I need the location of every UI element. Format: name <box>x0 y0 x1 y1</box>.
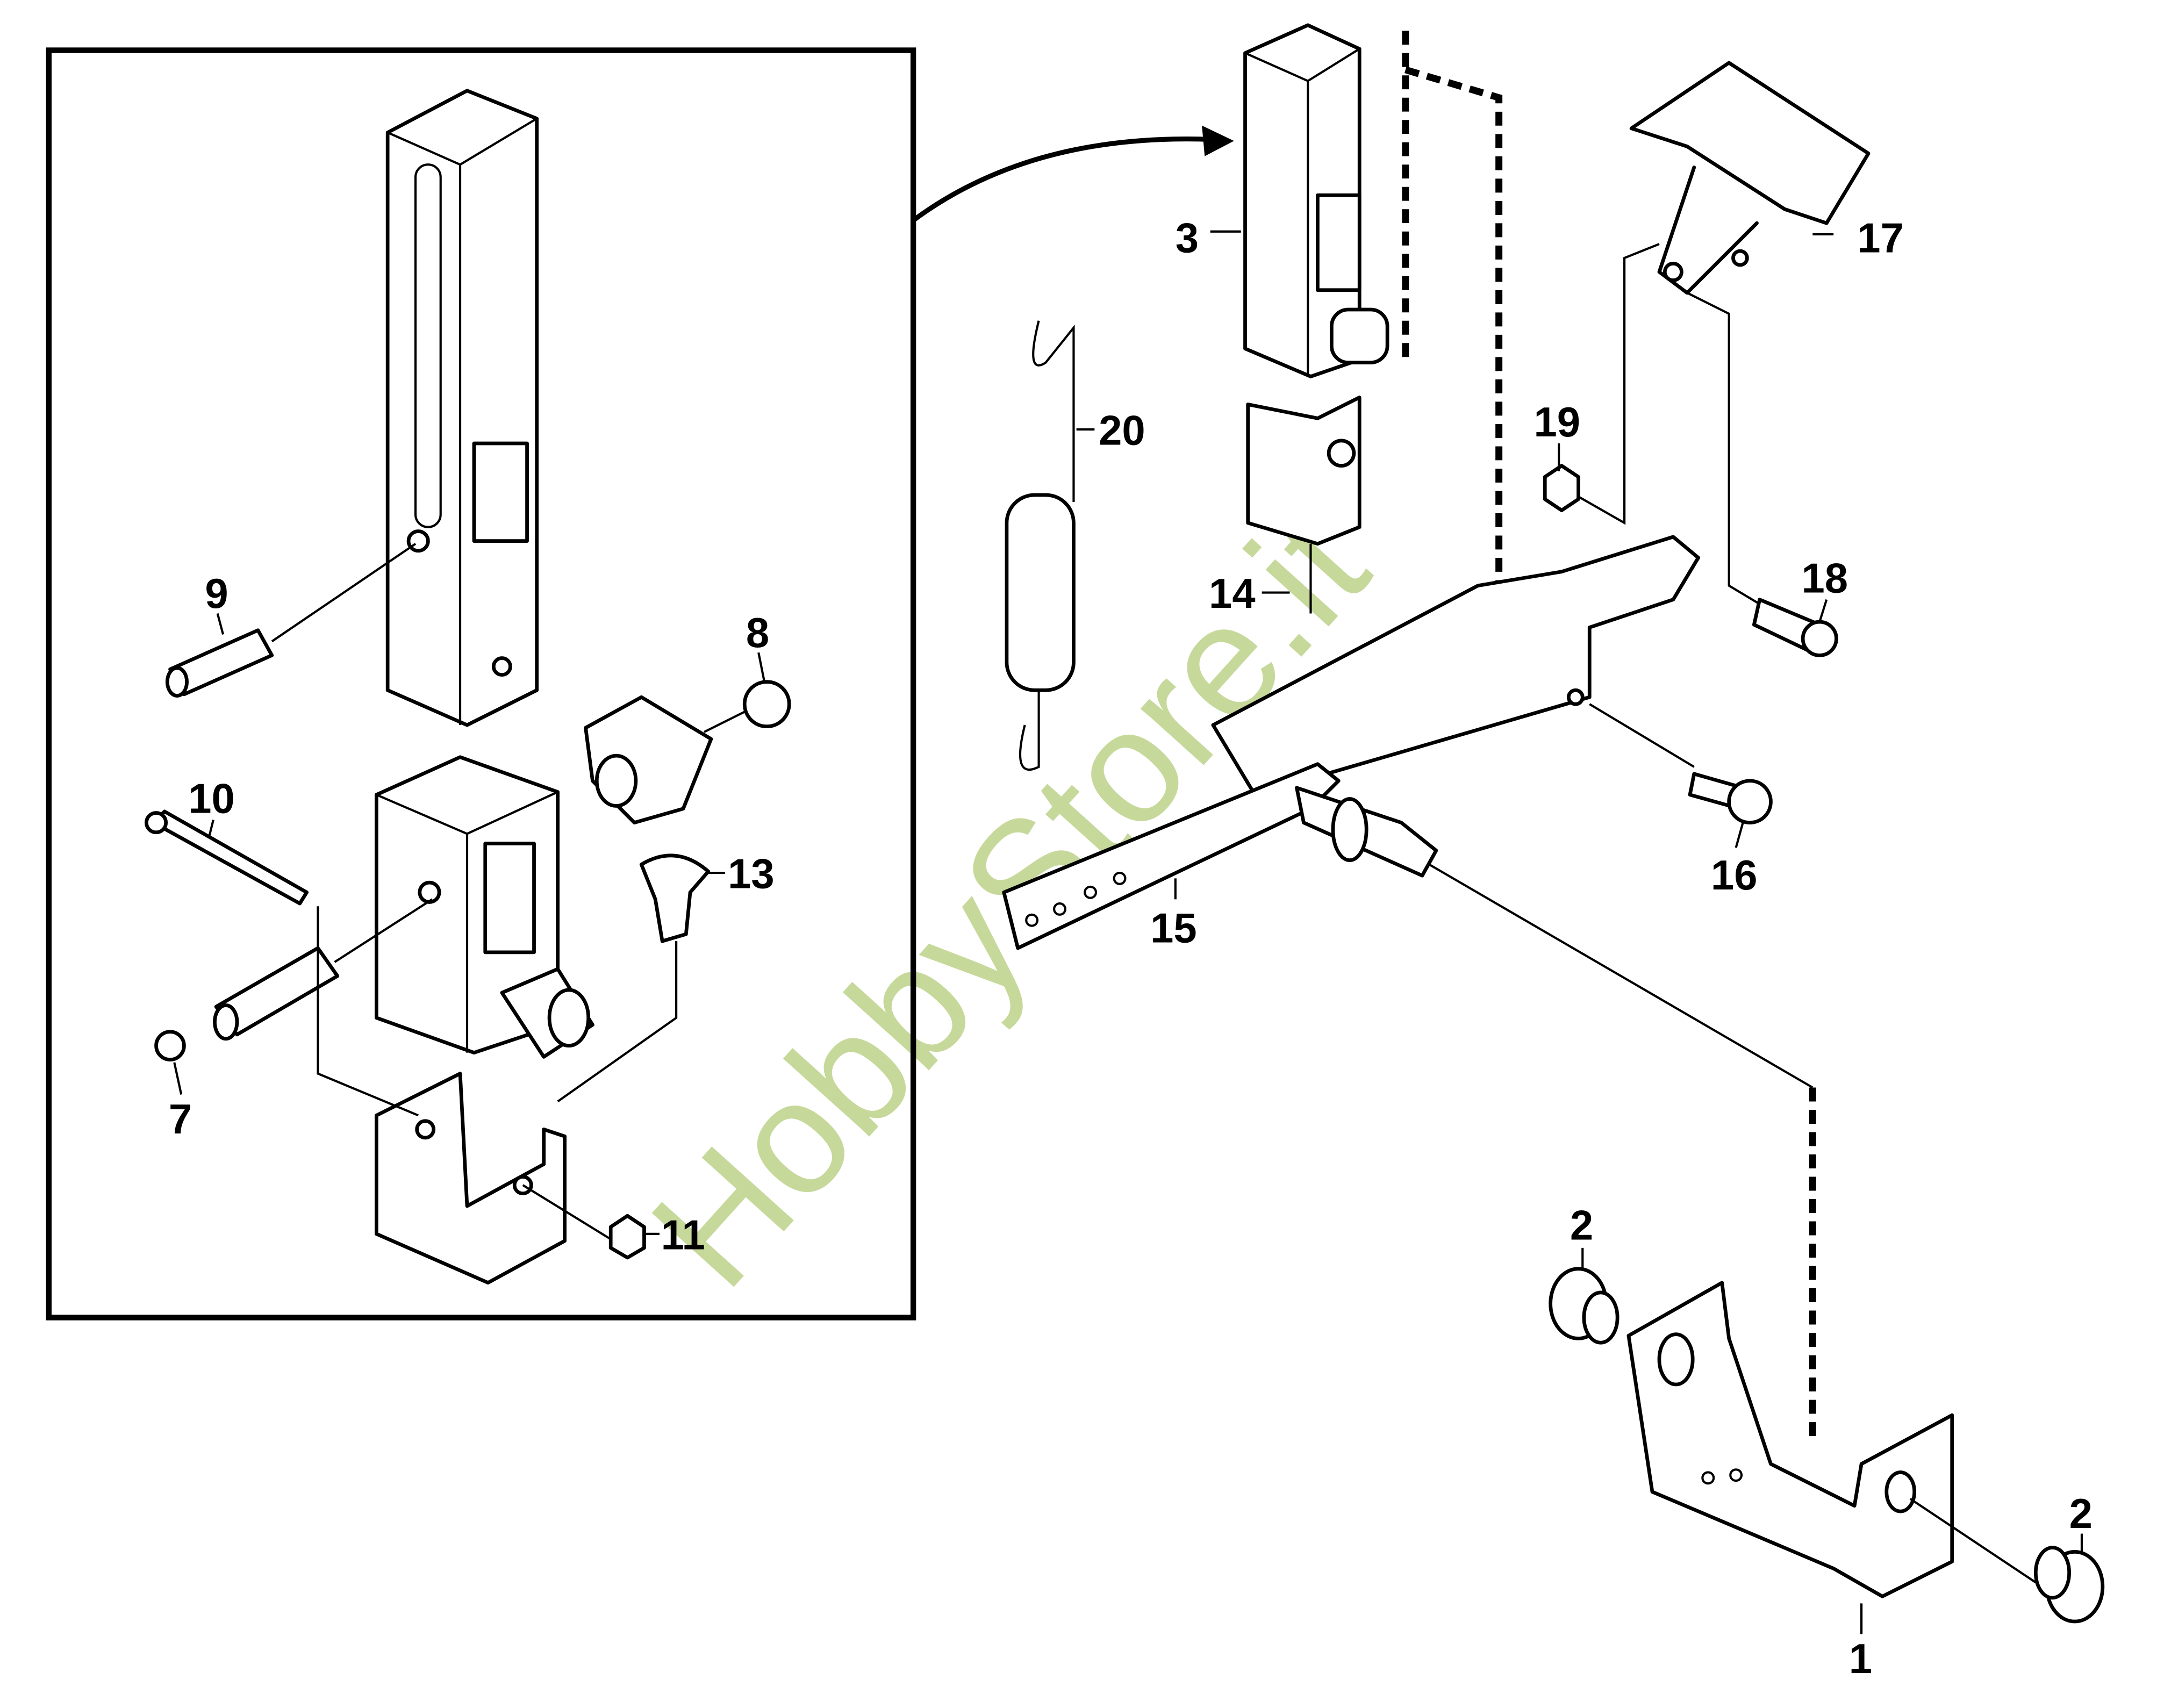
callout-7: 7 <box>169 1096 192 1143</box>
callout-9: 9 <box>205 571 228 617</box>
callout-13: 13 <box>728 851 775 898</box>
bolt-18 <box>1752 598 1838 657</box>
oring-7 <box>154 1030 186 1061</box>
detail-arrow <box>912 125 1234 223</box>
spring-20 <box>1005 320 1076 771</box>
callout-2-left: 2 <box>1570 1202 1593 1248</box>
upper-square-tube <box>385 89 539 727</box>
detail-inset-frame <box>46 47 916 1321</box>
bracket-1 <box>1626 1281 2037 1598</box>
callout-17: 17 <box>1857 216 1904 262</box>
callout-15: 15 <box>1150 906 1197 952</box>
callout-8: 8 <box>746 610 769 656</box>
bolt-16 <box>1688 772 1773 825</box>
nut-11 <box>608 1214 646 1260</box>
lever-15 <box>1002 762 1814 1089</box>
u-bracket <box>317 906 614 1285</box>
upper-post-3 <box>1243 23 1389 614</box>
threaded-pin <box>213 898 433 1041</box>
bushing-2-right <box>2033 1546 2105 1624</box>
callout-19: 19 <box>1534 399 1580 446</box>
callout-1: 1 <box>1849 1636 1872 1682</box>
callout-14: 14 <box>1209 571 1256 617</box>
callout-18: 18 <box>1802 556 1848 602</box>
callout-20: 20 <box>1099 408 1145 454</box>
circlip-8 <box>742 680 791 729</box>
callout-2-right: 2 <box>2069 1491 2093 1537</box>
bolt-10 <box>145 809 309 906</box>
callout-16: 16 <box>1711 852 1758 899</box>
bushing-2-left <box>1549 1267 1620 1345</box>
lower-square-block <box>375 755 594 1059</box>
assembly-dashline <box>1402 31 1541 659</box>
carriage-bolt-13 <box>557 853 711 1103</box>
callout-11: 11 <box>661 1212 705 1258</box>
leader-lines <box>173 230 2083 1634</box>
pin-9 <box>165 543 417 698</box>
wedge-block <box>584 695 761 825</box>
nut-19 <box>1543 464 1580 512</box>
pedal-arm <box>1211 535 1700 797</box>
footrest-17 <box>1575 61 1871 608</box>
callout-3: 3 <box>1176 216 1199 262</box>
callout-10: 10 <box>188 776 235 822</box>
